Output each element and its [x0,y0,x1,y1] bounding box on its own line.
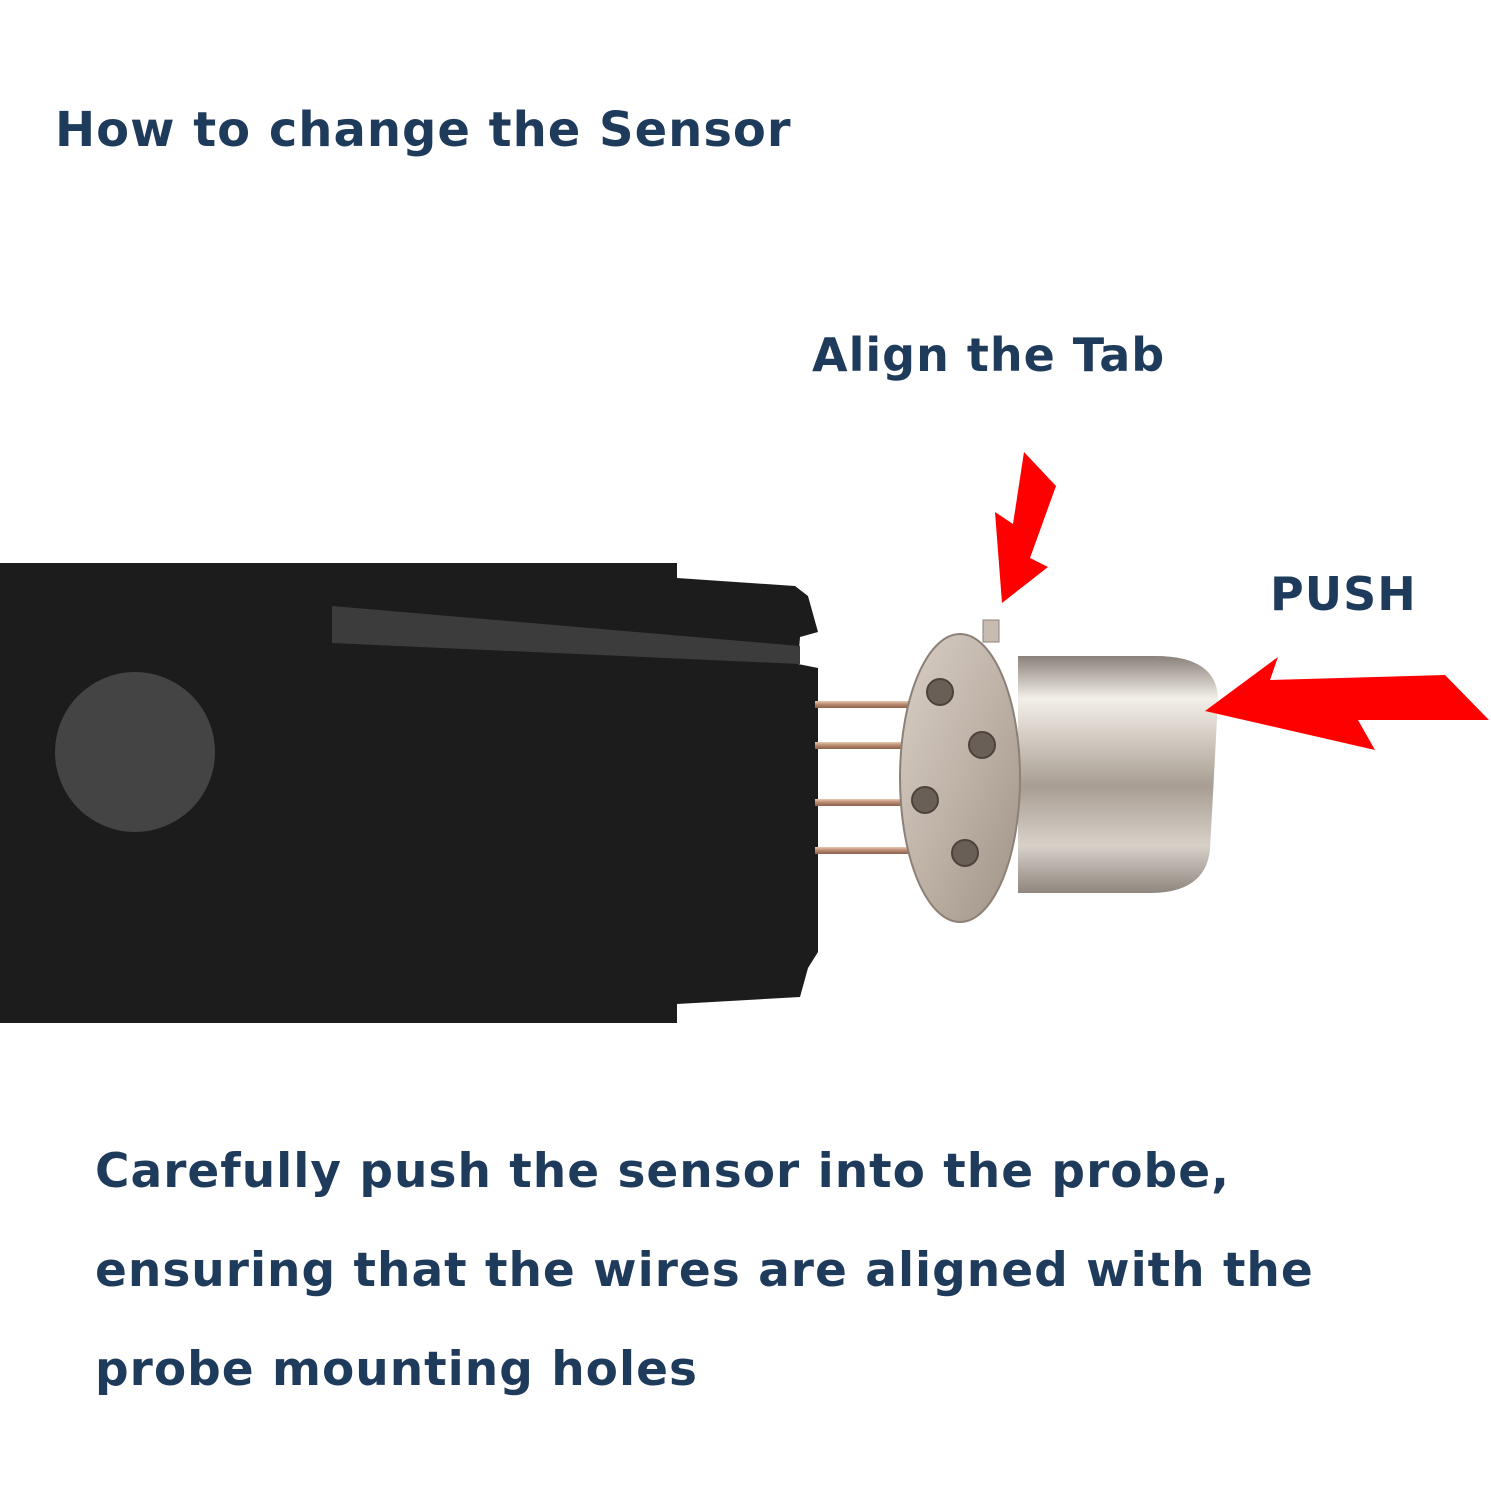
sensor-wires [815,701,985,854]
instruction-text: Carefully push the sensor into the probe… [95,1122,1314,1419]
sensor-pin-holes [911,678,996,867]
gas-sensor [899,619,1218,923]
instruction-line: probe mounting holes [95,1342,698,1397]
instruction-line: ensuring that the wires are aligned with… [95,1243,1314,1298]
align-arrow-icon [995,452,1056,603]
page-title: How to change the Sensor [55,102,792,158]
align-tab-label: Align the Tab [812,328,1166,382]
push-arrow-icon [1205,657,1489,750]
instruction-line: Carefully push the sensor into the probe… [95,1144,1230,1199]
probe-body [0,563,818,1023]
probe-highlight-stripe [332,606,800,664]
sensor-tab [982,619,1000,643]
probe-button-icon [55,672,215,832]
push-label: PUSH [1270,567,1417,621]
